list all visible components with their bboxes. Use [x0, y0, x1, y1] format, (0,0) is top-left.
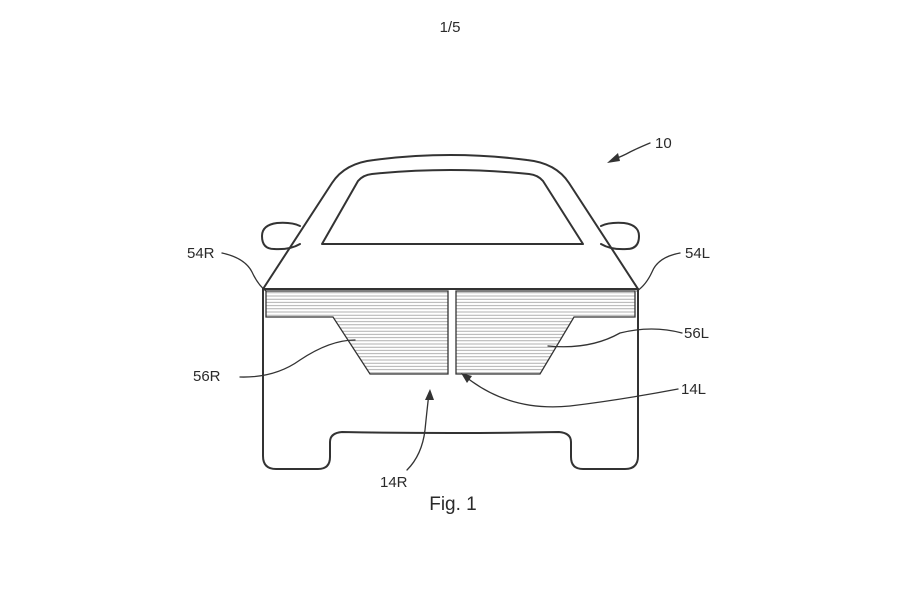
label-56L: 56L [684, 325, 709, 342]
left-side-mirror [600, 221, 640, 251]
grille-panel-left [455, 290, 636, 375]
vehicle-front-view [261, 154, 640, 470]
cabin-outline [262, 154, 639, 290]
leader-14R [406, 392, 430, 471]
leader-56L [547, 328, 683, 348]
figure-caption: Fig. 1 [429, 494, 477, 515]
arrowheads [425, 153, 620, 400]
page-number: 1/5 [440, 19, 461, 36]
arrowhead-14R [425, 389, 434, 400]
label-54R: 54R [187, 245, 215, 262]
leader-lines [221, 142, 683, 471]
label-14R: 14R [380, 474, 408, 491]
leader-14L [465, 376, 679, 408]
leader-54R [221, 252, 267, 292]
label-10: 10 [655, 135, 672, 152]
label-56R: 56R [193, 368, 221, 385]
grille-panel-right [265, 290, 449, 375]
windshield [321, 169, 584, 245]
body-outline [262, 288, 639, 470]
leader-54L [636, 252, 681, 292]
arrowhead-10 [607, 153, 620, 163]
label-14L: 14L [681, 381, 706, 398]
leader-56R [239, 339, 356, 378]
label-54L: 54L [685, 245, 710, 262]
arrowhead-14L [461, 373, 472, 383]
right-side-mirror [261, 221, 301, 251]
